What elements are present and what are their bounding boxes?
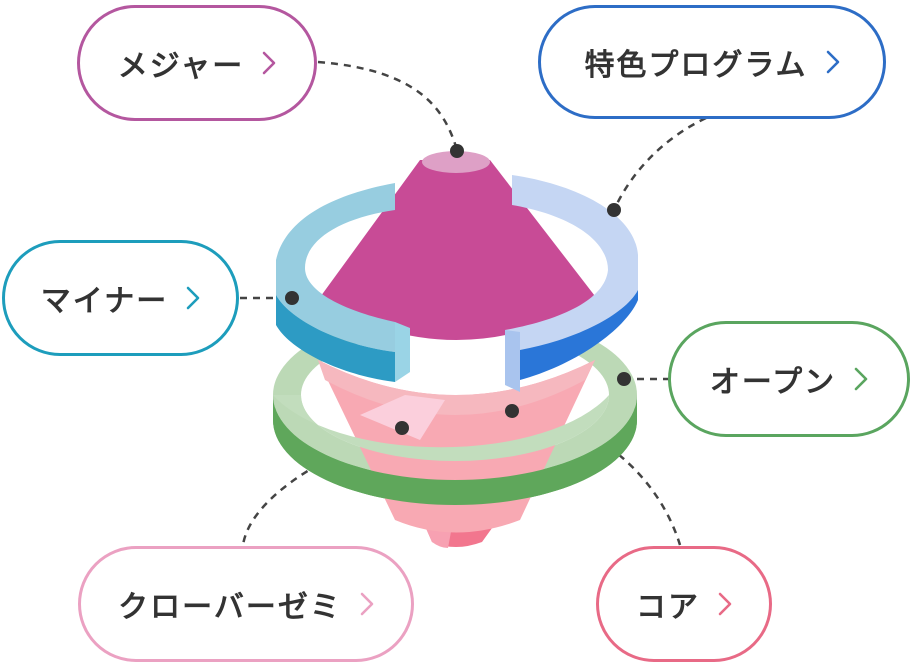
special-ring [505,175,638,392]
major-label: メジャー [117,49,245,84]
minor-ring [276,183,410,382]
chevron-right-icon [826,50,840,74]
chevron-right-icon [854,367,868,391]
major-cone [318,151,598,340]
core-label: コア [636,590,700,625]
dot-major [450,144,464,158]
chevron-right-icon [262,51,276,75]
special-program-label: 特色プログラム [584,48,808,83]
chevron-right-icon [360,592,374,616]
clover-seminar-label: クローバーゼミ [118,590,342,625]
open-button[interactable]: オープン [668,321,910,437]
dot-core [505,404,519,418]
dot-minor [285,291,299,305]
chevron-right-icon [186,286,200,310]
dot-clover [395,421,409,435]
minor-label: マイナー [40,284,169,319]
leader-line-special [612,116,707,211]
special-program-button[interactable]: 特色プログラム [538,5,886,119]
minor-button[interactable]: マイナー [2,240,239,356]
clover-seminar-button[interactable]: クローバーゼミ [78,546,414,662]
leader-line-major [317,60,459,151]
open-ring-front [273,395,637,505]
chevron-right-icon [718,592,732,616]
major-button[interactable]: メジャー [77,5,317,121]
dot-special [607,203,621,217]
core-button[interactable]: コア [596,546,772,662]
dot-open [617,372,631,386]
open-label: オープン [709,365,837,400]
